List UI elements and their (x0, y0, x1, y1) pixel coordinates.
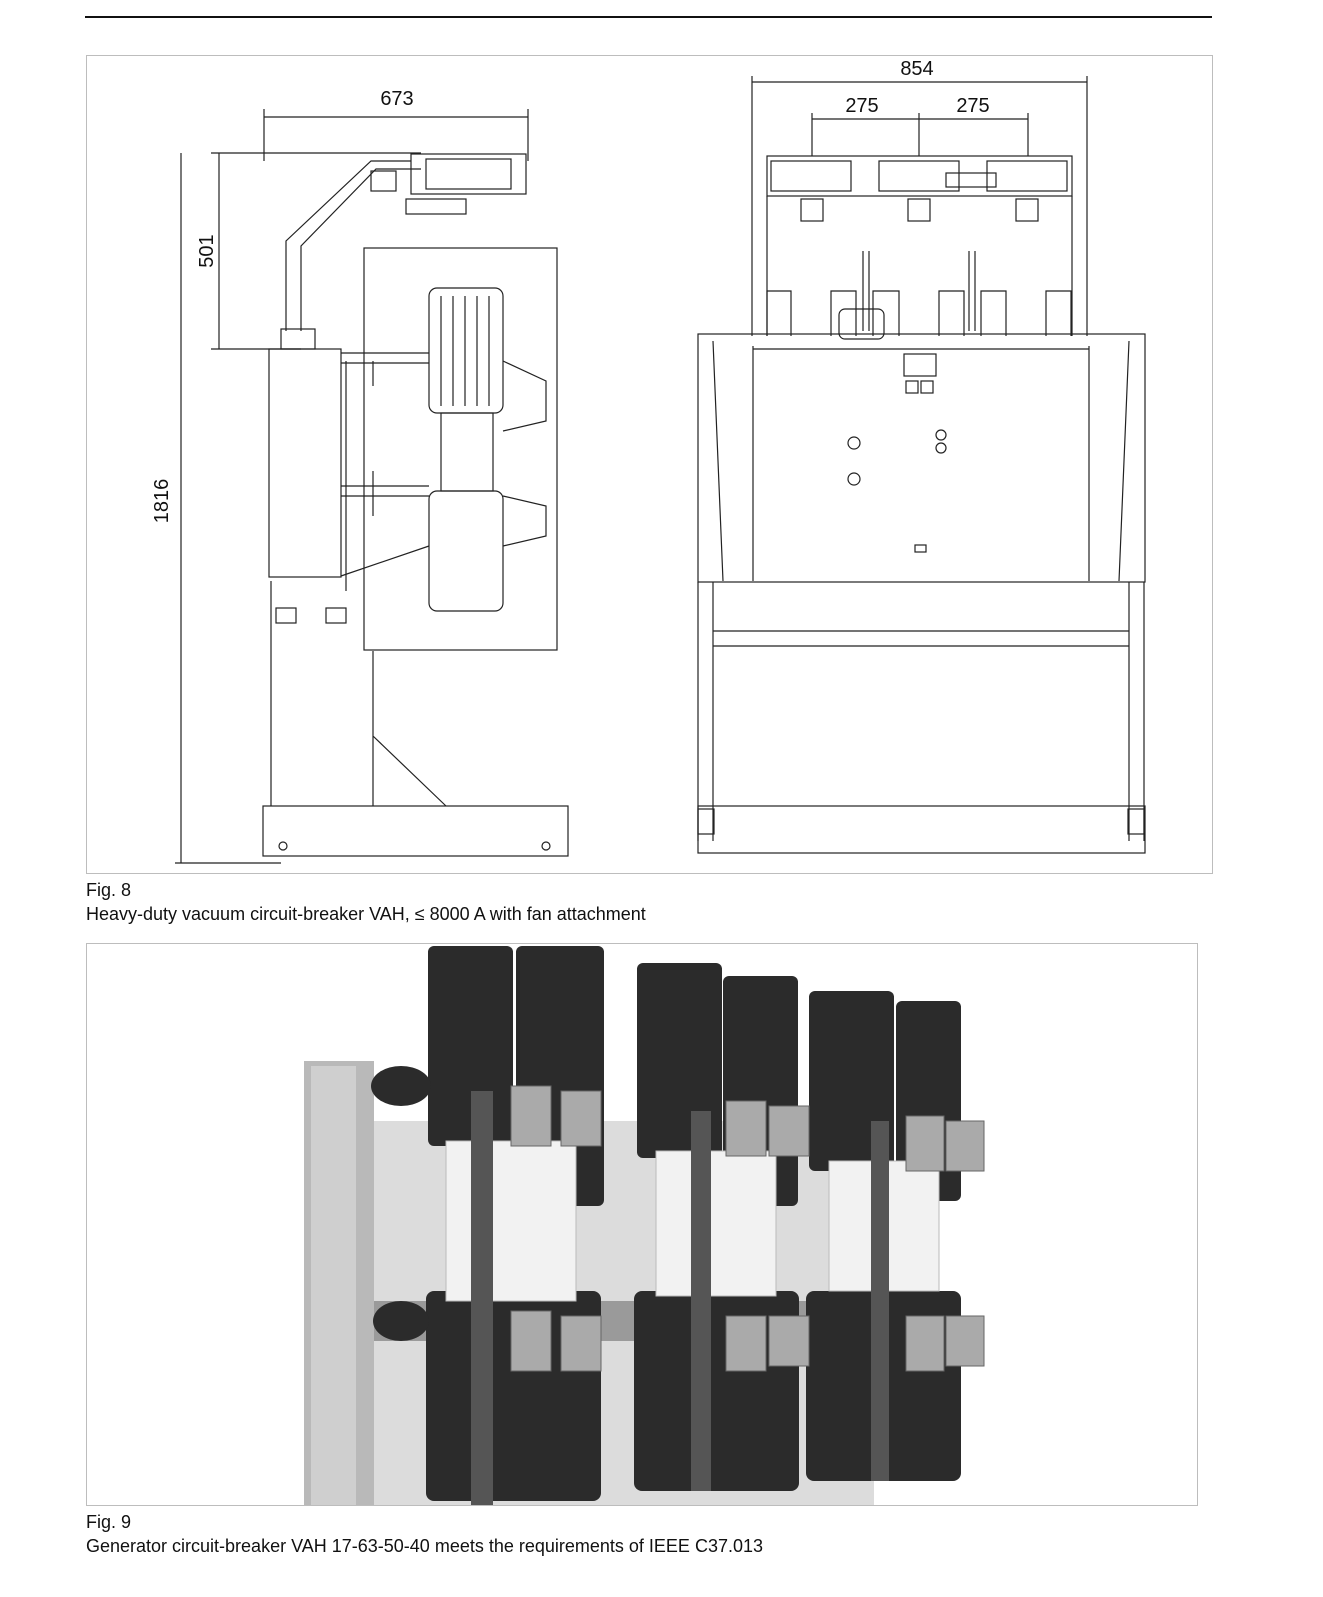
dimension-1816: 1816 (151, 153, 281, 864)
dimension-501: 501 (196, 152, 421, 350)
breaker-photo (304, 946, 985, 1505)
header-rule (85, 16, 1212, 18)
dimension-label: 854 (900, 58, 933, 80)
dimension-label: 501 (196, 234, 218, 267)
dimension-label: 275 (845, 95, 878, 117)
dimension-275: 275 275 (811, 95, 1029, 156)
dimension-label: 1816 (151, 479, 173, 524)
figure-9-caption: Generator circuit-breaker VAH 17-63-50-4… (86, 1536, 763, 1556)
dimension-673: 673 (263, 88, 529, 161)
dimension-label: 275 (956, 95, 989, 117)
dimension-854: 854 (751, 58, 1088, 156)
figure-9-label: Fig. 9 (86, 1512, 132, 1532)
figure-8-drawing: 673 501 1816 (86, 55, 1213, 874)
front-view-drawing (697, 155, 1146, 854)
figure-8-label: Fig. 8 (86, 880, 132, 900)
figure-8-caption: Heavy-duty vacuum circuit-breaker VAH, ≤… (86, 904, 646, 924)
side-view-drawing (262, 153, 569, 857)
figure-9-photo (86, 943, 1198, 1506)
dimension-label: 673 (380, 88, 413, 110)
